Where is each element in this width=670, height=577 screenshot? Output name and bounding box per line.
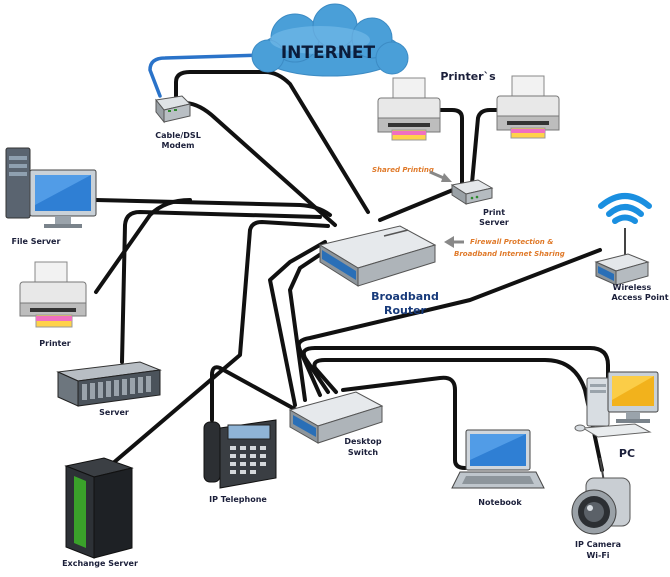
exchange-server-label: Exchange Server <box>62 559 138 568</box>
printer-icon-2 <box>496 75 560 139</box>
cable-printserver-printer2 <box>470 108 504 185</box>
firewall-note-line2: Broadband Internet Sharing <box>454 250 565 258</box>
cable-switch-ap <box>296 248 602 397</box>
exchange-server-icon <box>64 457 134 559</box>
internet-label: INTERNET <box>281 43 376 63</box>
ip-telephone-label: IP Telephone <box>209 495 267 504</box>
shared-printing-arrow <box>429 170 452 182</box>
notebook-icon <box>451 429 545 489</box>
cables <box>94 53 610 472</box>
cable-switch-notebook <box>341 375 467 470</box>
pc-icon <box>574 371 659 438</box>
firewall-arrow <box>444 236 464 248</box>
wireless-ap-label-line1: Wireless <box>613 283 652 292</box>
internet-cloud: INTERNET <box>251 3 409 77</box>
printer-label: Printer <box>39 339 70 348</box>
modem-label-line1: Cable/DSL <box>155 131 201 140</box>
cable-fileserver-router <box>94 198 332 217</box>
desktop-switch-icon <box>288 391 384 444</box>
pc-label: PC <box>619 447 635 460</box>
printer-icon <box>19 261 87 328</box>
router-label-line2: Router <box>384 304 427 317</box>
print-server-label-line2: Server <box>479 218 509 227</box>
ip-telephone-icon <box>203 419 277 489</box>
cable-printer-router <box>94 198 192 294</box>
print-server-label-line1: Print <box>483 208 505 217</box>
cable-printserver-printer1 <box>432 108 464 185</box>
ip-camera-label-line1: IP Camera <box>575 540 621 549</box>
cable-exchange-router <box>103 220 330 472</box>
cable-switch-phone <box>210 365 302 422</box>
router-label-line1: Broadband <box>371 290 439 303</box>
wifi-signal-icon <box>598 193 652 224</box>
server-label: Server <box>99 408 129 417</box>
print-server-icon <box>450 179 494 205</box>
server-icon <box>56 361 162 407</box>
cable-router-printserver <box>378 183 467 222</box>
cable-modem-internet <box>148 53 264 98</box>
printer-icon-1 <box>377 77 441 141</box>
modem: Cable/DSL Modem <box>155 95 201 150</box>
cable-router-switch-1 <box>268 240 327 407</box>
file-server-label: File Server <box>12 237 61 246</box>
ip-camera-icon <box>571 457 631 535</box>
desktop-switch-label-line1: Desktop <box>344 437 381 446</box>
printers-group-label: Printer`s <box>440 70 496 83</box>
file-server-icon <box>5 147 97 228</box>
cable-switch-pc <box>301 346 610 394</box>
desktop-switch-label-line2: Switch <box>348 448 378 457</box>
cable-modem-internet-2 <box>174 70 370 214</box>
firewall-note-line1: Firewall Protection & <box>470 238 553 246</box>
cable-switch-camera <box>312 358 604 472</box>
ip-camera-label-line2: Wi-Fi <box>586 551 609 560</box>
wireless-ap-icon <box>594 228 650 286</box>
cable-server-router <box>120 210 322 364</box>
modem-label-line2: Modem <box>162 141 195 150</box>
router-icon <box>318 225 437 287</box>
notebook-label: Notebook <box>478 498 522 507</box>
wireless-ap-label-line2: Access Point <box>611 293 668 302</box>
shared-printing-note: Shared Printing <box>372 166 434 174</box>
